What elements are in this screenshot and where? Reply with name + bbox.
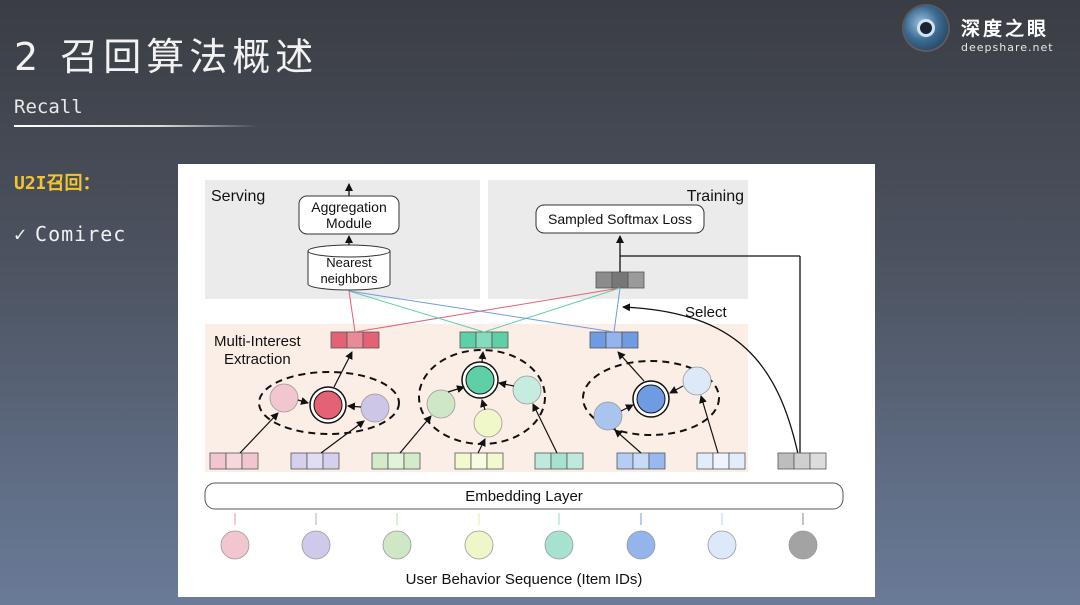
arrow-to-blue-capsule: [620, 404, 634, 412]
red-capsule-up-arrow: [333, 351, 353, 388]
item-id-circle: [301, 530, 331, 560]
brand-site: deepshare.net: [961, 41, 1054, 54]
select-arrow: [622, 303, 799, 455]
aggregation-label-line1: Aggregation: [311, 199, 387, 215]
nearest-label-line2: neighbors: [320, 271, 378, 286]
interest-vector-green: [459, 331, 509, 349]
interest-capsule-red-core: [313, 390, 343, 420]
item-node: [426, 389, 456, 419]
interest-capsule-green-core: [465, 365, 495, 395]
item-id-circle: [464, 530, 494, 560]
nearest-label-line1: Nearest: [326, 255, 372, 270]
training-label: Training: [687, 188, 744, 205]
brand-name: 深度之眼: [961, 18, 1050, 40]
embedding-layer-box: [204, 482, 844, 510]
bullet-text: Comirec: [35, 222, 127, 246]
arrow-to-blue-capsule: [669, 385, 684, 394]
blue-capsule-up-arrow: [617, 351, 645, 382]
item-node: [360, 393, 390, 423]
item-node: [682, 366, 712, 396]
item-id-circle: [220, 530, 250, 560]
interest-cluster-blue: [582, 360, 720, 436]
arrow-to-green-capsule: [480, 399, 488, 411]
id-to-embedding-arrows: [234, 513, 804, 525]
multi-interest-label-line2: Extraction: [224, 351, 291, 368]
embedding-to-cluster-arrows: [239, 395, 719, 454]
training-embedding-vector: [595, 271, 645, 289]
arrow-to-green-capsule: [498, 380, 515, 389]
subtitle-underline: [14, 125, 259, 127]
embedding-layer-label: Embedding Layer: [465, 488, 583, 505]
green-capsule-up-arrow: [478, 351, 487, 363]
interest-cluster-red: [258, 371, 400, 435]
softmax-loss-label: Sampled Softmax Loss: [548, 211, 692, 227]
section-label: U2I召回：: [14, 173, 101, 194]
item-node: [473, 408, 503, 438]
serving-label: Serving: [211, 188, 265, 205]
softmax-loss-box: [535, 204, 705, 234]
item-node: [269, 383, 299, 413]
nearest-neighbors-cylinder: [307, 251, 391, 291]
arrow-to-green-capsule: [447, 385, 465, 393]
eye-logo-icon: [904, 6, 948, 50]
interest-vector-red: [330, 331, 380, 349]
arrow-to-red-capsule: [347, 402, 362, 411]
item-id-sequence: [220, 530, 818, 560]
item-id-circle: [626, 530, 656, 560]
sequence-label: User Behavior Sequence (Item IDs): [406, 571, 643, 588]
embedding-vectors-row: [209, 452, 827, 470]
item-id-circle: [382, 530, 412, 560]
brand-logo: 深度之眼 deepshare.net: [904, 6, 1074, 56]
item-id-circle: [707, 530, 737, 560]
interest-capsule-blue-core: [636, 384, 666, 414]
item-id-circle: [544, 530, 574, 560]
bullet-item: ✓ Comirec: [14, 222, 126, 246]
select-label: Select: [685, 304, 728, 321]
slide-title: 2 召回算法概述: [14, 35, 319, 79]
item-node: [593, 401, 623, 431]
slide-subtitle: Recall: [14, 96, 83, 118]
item-node: [512, 375, 542, 405]
arrow-to-red-capsule: [297, 397, 309, 405]
check-icon: ✓: [14, 222, 28, 246]
comirec-diagram: Serving Training Multi-Interest Extracti…: [178, 164, 875, 597]
multi-interest-label-line1: Multi-Interest: [214, 333, 302, 350]
aggregation-label-line2: Module: [326, 215, 372, 231]
item-id-circle: [788, 530, 818, 560]
interest-vector-blue: [589, 331, 639, 349]
interest-connection-lines: [348, 287, 621, 333]
